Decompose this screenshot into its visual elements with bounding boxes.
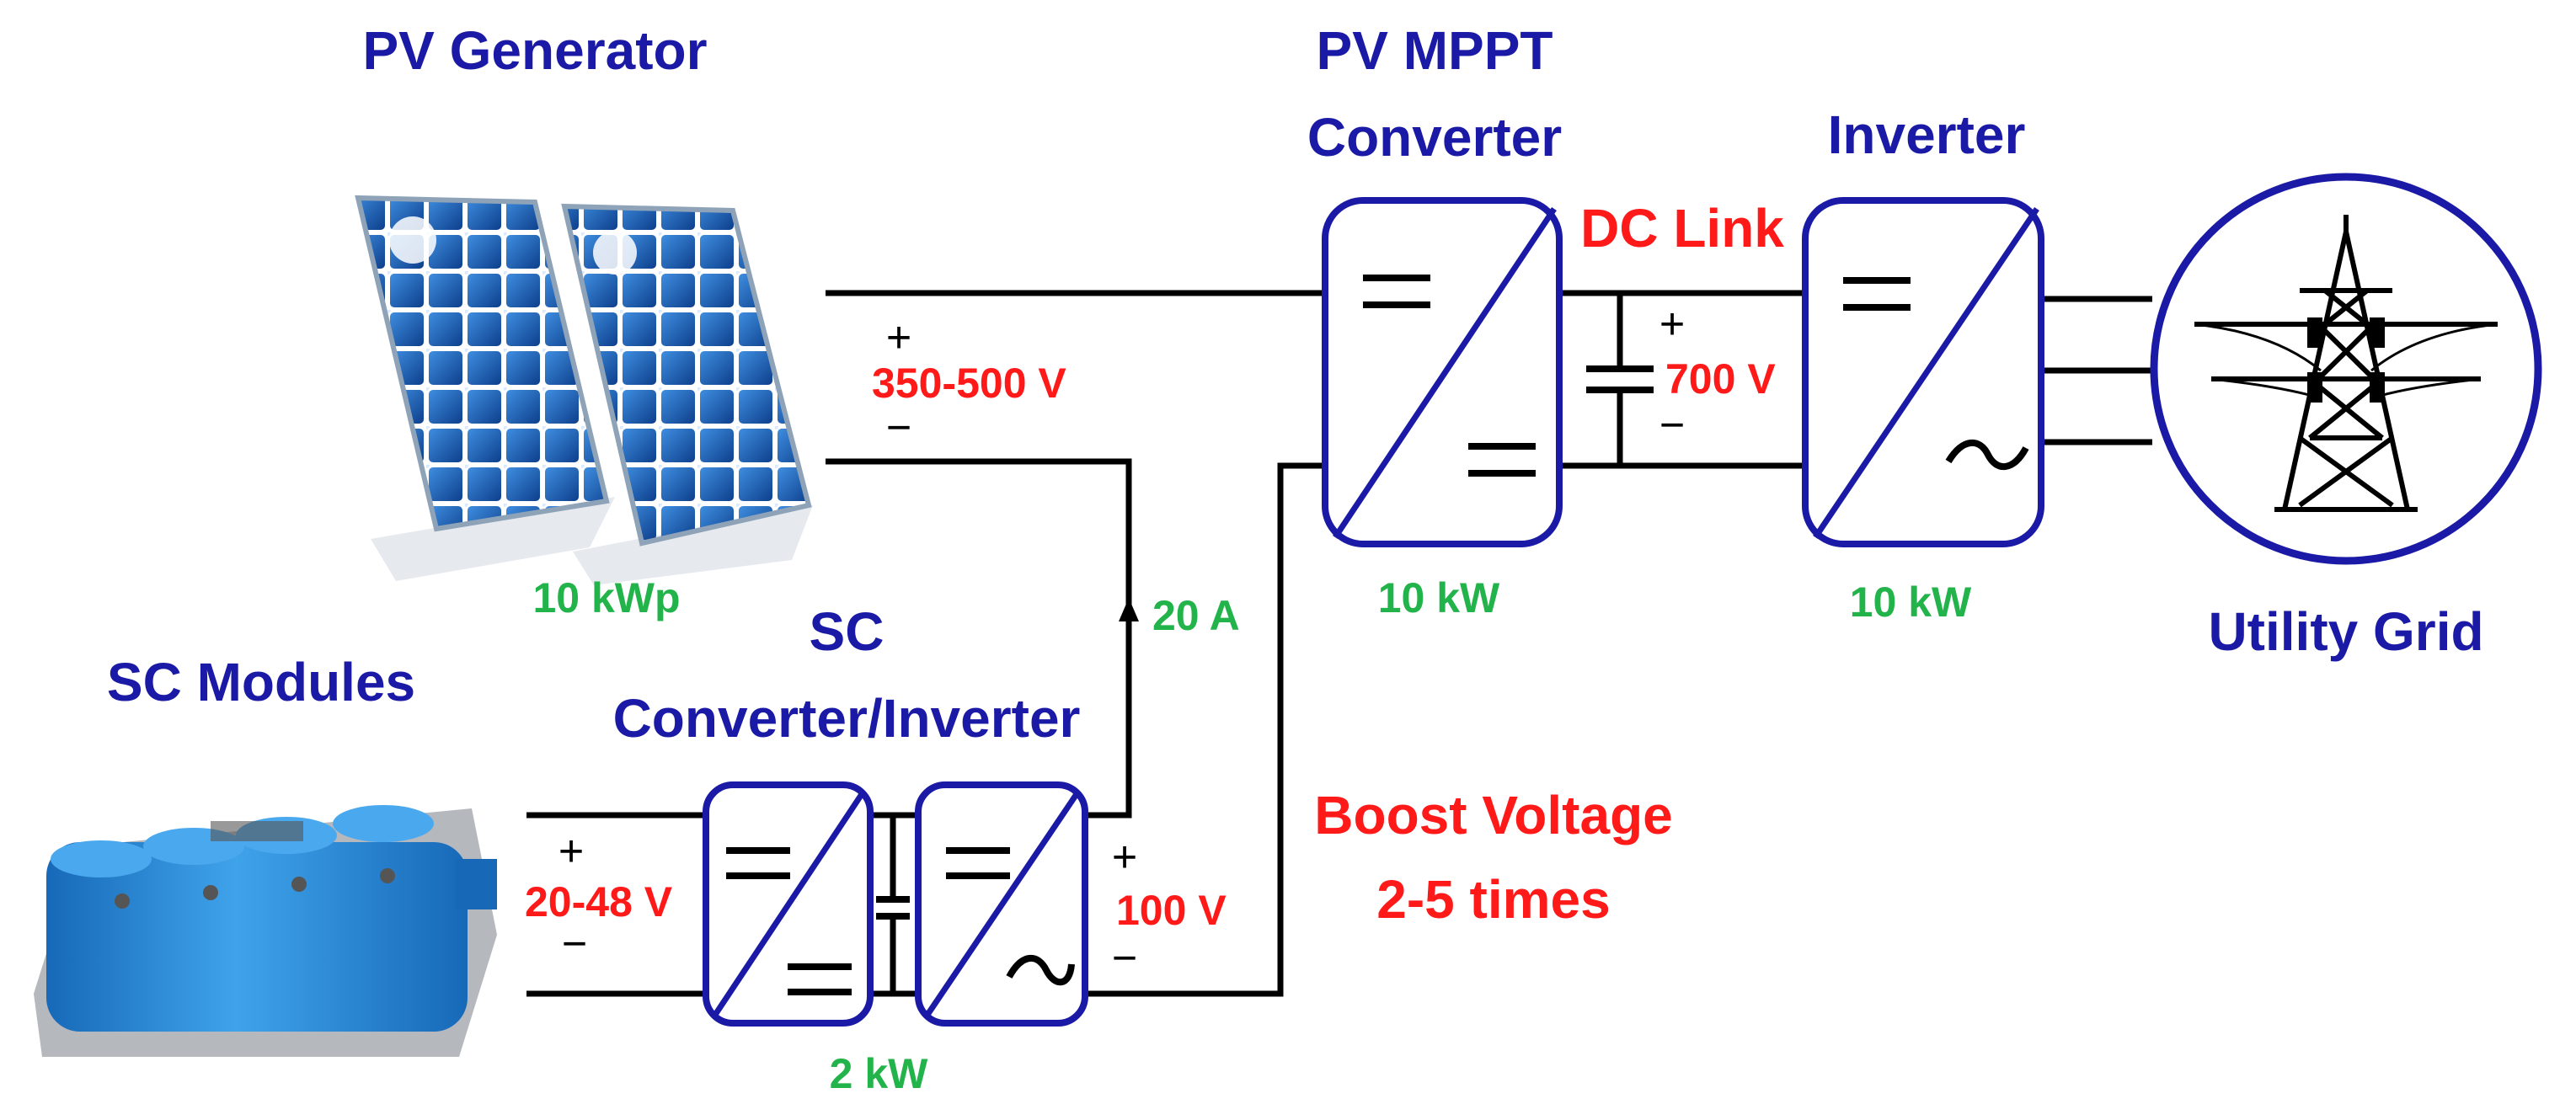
utility-grid-title: Utility Grid [2208,601,2483,662]
dc-symbol-icon [788,963,852,995]
sc-current-label: 20 A [1152,592,1240,639]
dc-link-title: DC Link [1580,198,1784,259]
boost-voltage-line1: Boost Voltage [1314,785,1673,845]
dc-symbol-icon [726,847,790,879]
dc-link-capacitor-icon [1586,293,1654,466]
sc-converter-title-line2: Converter/Inverter [613,688,1081,749]
dc-symbol-icon [946,847,1010,879]
mppt-converter-title-line2: Converter [1307,107,1562,168]
sc-converter-block [703,781,874,1027]
ac-symbol-icon [1006,954,1075,986]
sc-converter-title-line1: SC [810,601,884,662]
sc-modules-image [34,805,497,1057]
pv-rating-label: 10 kWp [532,574,680,621]
sc-output-voltage-label: 100 V [1116,887,1227,934]
dc-symbol-icon [1468,443,1536,477]
pv-voltage-label: 350-500 V [872,360,1066,407]
dc-symbol-icon [1843,277,1911,311]
sc-out-minus-sign: − [1112,934,1137,983]
dc-symbol-icon [1363,275,1430,308]
mppt-converter-block [1322,197,1563,547]
mppt-rating-label: 10 kW [1378,574,1500,621]
dclink-minus-sign: − [1659,401,1685,450]
sc-internal-capacitor-icon [876,815,910,994]
transmission-tower-icon [2194,215,2499,512]
sc-modules-title: SC Modules [107,652,415,712]
inverter-block [1802,197,2044,547]
current-arrow-icon [1119,598,1139,621]
inverter-title: Inverter [1828,104,2026,165]
pv-negative-wire [826,458,1132,819]
pv-plus-sign: + [886,313,911,362]
sc-minus-sign: − [562,920,587,968]
pv-panels-image [355,195,813,585]
sc-converter-rating-label: 2 kW [830,1050,929,1097]
sc-inverter-block [915,781,1088,1027]
pv-generator-title: PV Generator [362,20,707,81]
dclink-plus-sign: + [1659,300,1685,349]
utility-grid-block [2150,173,2542,565]
pv-minus-sign: − [886,403,911,452]
ac-symbol-icon [1945,439,2029,471]
sc-plus-sign: + [558,827,584,876]
dclink-voltage-label: 700 V [1665,355,1776,403]
boost-voltage-line2: 2-5 times [1376,869,1610,930]
sc-voltage-label: 20-48 V [525,878,673,925]
sc-output-wire [1087,462,1327,997]
inverter-rating-label: 10 kW [1850,579,1972,626]
sc-out-plus-sign: + [1112,833,1137,882]
mppt-converter-title-line1: PV MPPT [1317,20,1553,81]
